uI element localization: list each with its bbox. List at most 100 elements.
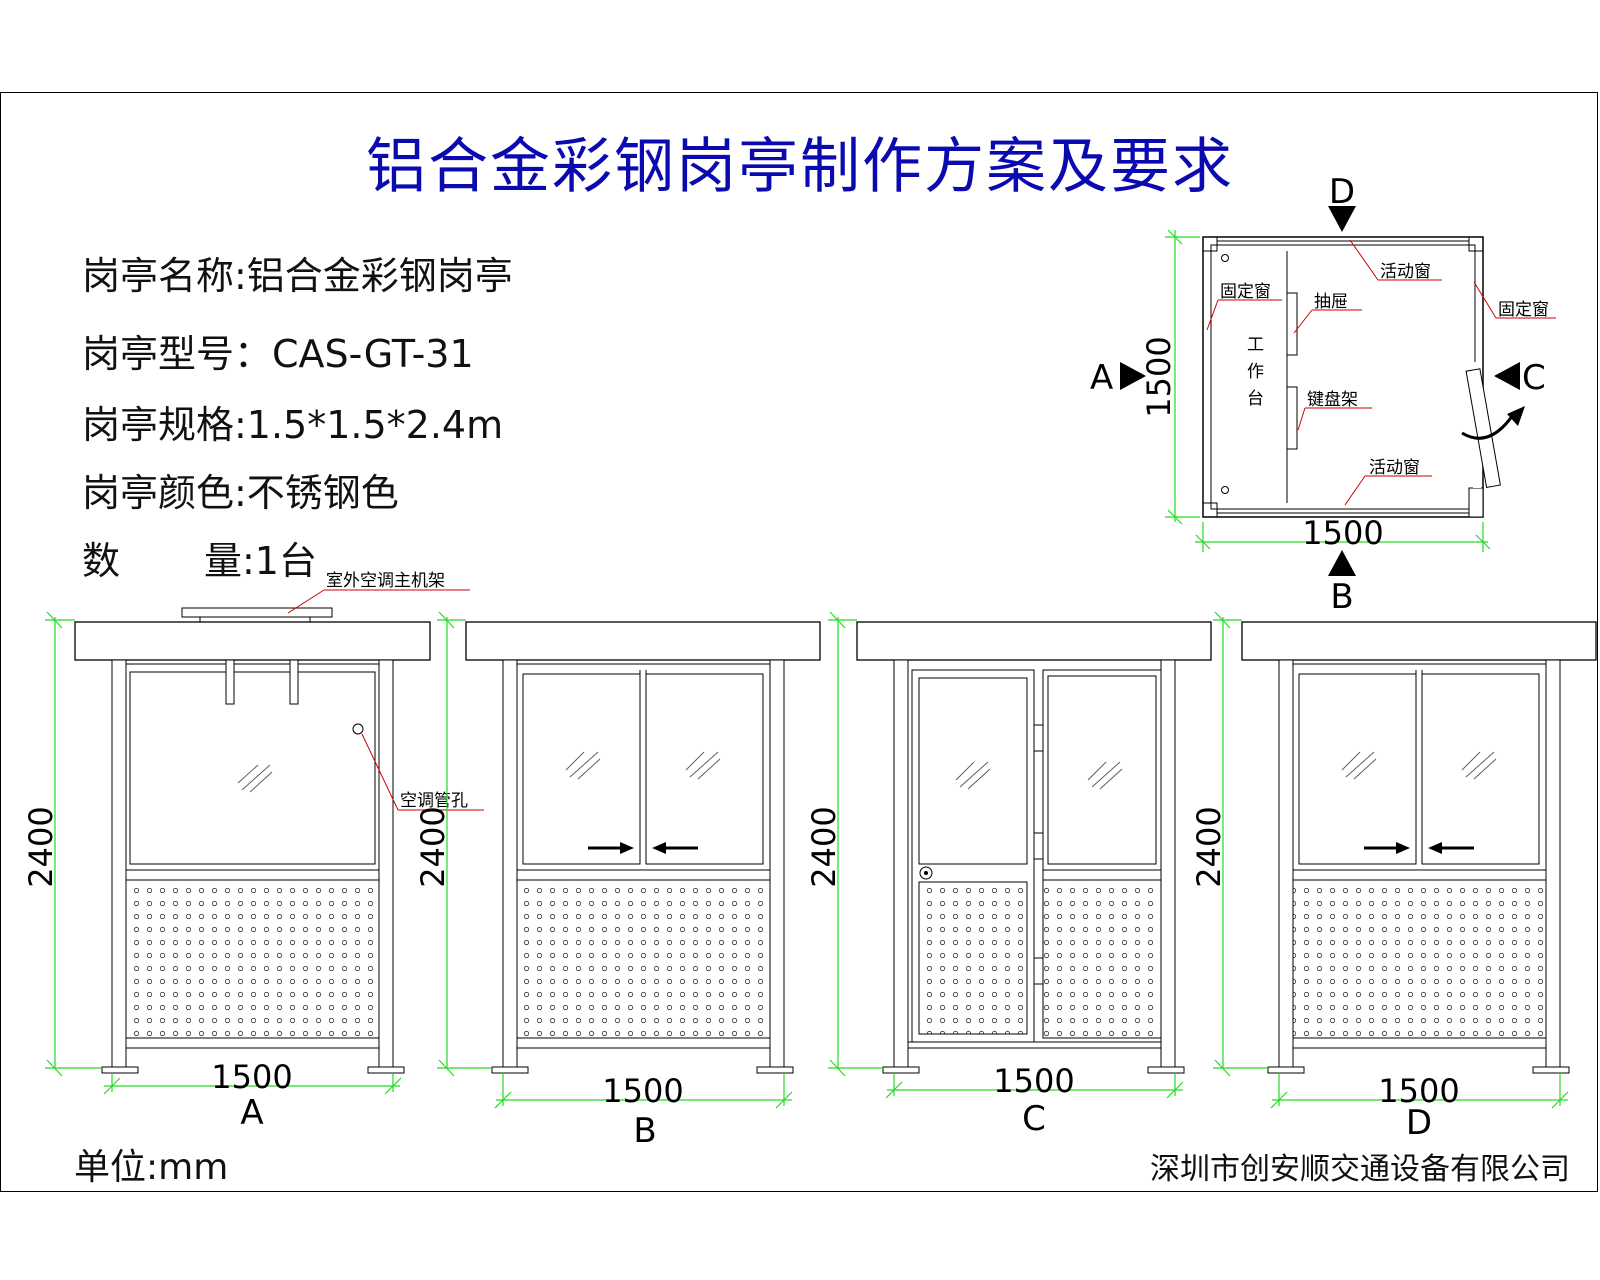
post	[1278, 659, 1294, 1074]
elevation-height: 2400	[1190, 806, 1228, 887]
foot	[367, 1066, 405, 1074]
leader-line	[1344, 475, 1366, 506]
view-b-label: B	[1330, 577, 1353, 617]
elevation-height: 2400	[22, 806, 60, 887]
drawer	[1286, 292, 1298, 356]
elevation-width: 1500	[1378, 1072, 1459, 1110]
fixed-glass	[1047, 675, 1157, 865]
spec-model: 岗亭型号：CAS-GT-31	[82, 332, 474, 376]
fixed-glass-frame	[125, 663, 380, 871]
label-movable-window-top: 活动窗	[1380, 262, 1431, 282]
dim-tick	[1166, 1081, 1184, 1099]
perforated-panel	[1292, 879, 1547, 1039]
label-fixed-window-right: 固定窗	[1498, 300, 1549, 320]
dim-tick	[1475, 534, 1491, 550]
post	[378, 659, 394, 1074]
dim-tick	[1214, 1059, 1231, 1077]
dim-tick	[384, 1077, 402, 1095]
door-lock-core	[924, 871, 928, 875]
elevation-width: 1500	[211, 1058, 292, 1096]
plan-circle	[1221, 486, 1229, 494]
door-arrow-icon	[1507, 406, 1525, 426]
dim-tick	[1195, 534, 1211, 550]
label-ac-hole: 空调管孔	[400, 791, 468, 811]
foot	[491, 1066, 529, 1074]
label-desk-char: 工	[1247, 335, 1264, 355]
fixed-glass	[129, 671, 376, 865]
elevation-label: B	[633, 1111, 656, 1151]
slide-arrows-icon	[588, 842, 698, 854]
foot	[101, 1066, 139, 1074]
dim-tick	[494, 1091, 512, 1109]
dim-tick	[438, 611, 455, 629]
post	[111, 659, 127, 1074]
foot	[1532, 1066, 1570, 1074]
dim-tick	[829, 611, 846, 629]
hinge	[1033, 832, 1044, 860]
spec-name: 岗亭名称:铝合金彩钢岗亭	[82, 254, 513, 298]
post	[1160, 659, 1176, 1074]
sliding-window-frame	[1292, 663, 1547, 871]
view-d-arrow-icon	[1328, 206, 1356, 232]
post	[769, 659, 785, 1074]
ac-pipe-hole	[352, 723, 364, 735]
spec-color: 岗亭颜色:不锈钢色	[82, 471, 399, 515]
sliding-window-frame	[516, 663, 771, 871]
glass-reflection-icon	[1341, 751, 1497, 780]
hinge	[1033, 957, 1044, 985]
view-c-arrow-icon	[1494, 362, 1520, 390]
label-movable-window-bottom: 活动窗	[1369, 458, 1420, 478]
dim-tick	[775, 1091, 793, 1109]
elevation-c: 2400 1500 C	[805, 611, 1212, 1139]
fixed-window	[1042, 669, 1162, 871]
door-panel	[918, 881, 1028, 1035]
post	[893, 659, 909, 1074]
dim-tick	[46, 611, 63, 629]
door-leaf	[1465, 368, 1501, 489]
glass-reflection-icon	[565, 751, 721, 780]
label-desk-char: 作	[1247, 362, 1264, 382]
mid-rail	[125, 869, 380, 881]
dim-tick	[1167, 509, 1183, 525]
leader-line	[1293, 309, 1313, 334]
glass-reflection-icon	[955, 761, 1123, 790]
dim-tick	[46, 1059, 63, 1077]
bottom-rail	[125, 1037, 380, 1049]
dim-tick	[1167, 229, 1183, 245]
foot	[1267, 1066, 1305, 1074]
elevation-height: 2400	[414, 806, 452, 887]
plan-circle	[1221, 254, 1229, 262]
plan-post	[1468, 236, 1484, 252]
dim-tick	[1551, 1091, 1569, 1109]
leader-line	[287, 589, 325, 614]
leader-line	[1473, 281, 1497, 319]
label-ac-bracket: 室外空调主机架	[326, 571, 445, 591]
leader-line	[1349, 239, 1379, 281]
bottom-rail	[1292, 1037, 1547, 1049]
company-name: 深圳市创安顺交通设备有限公司	[1150, 1152, 1570, 1187]
foot	[882, 1066, 920, 1074]
plan-dim-width: 1500	[1302, 514, 1383, 552]
view-a-arrow-icon	[1120, 362, 1146, 390]
unit-label: 单位:mm	[74, 1147, 229, 1188]
plan-post	[1202, 236, 1218, 252]
dim-tick	[885, 1081, 903, 1099]
plan-post	[1468, 487, 1484, 518]
view-a-label: A	[1090, 358, 1113, 398]
door-swing-icon	[1461, 411, 1517, 440]
floor-plan: 活动窗 固定窗 固定窗 抽屉 键盘架 活动窗 工 作 台 1500 1500	[1090, 172, 1556, 617]
mid-rail	[1292, 869, 1547, 881]
roof	[74, 621, 431, 661]
elevation-width: 1500	[993, 1062, 1074, 1100]
ac-bracket	[181, 607, 333, 618]
drawing-frame	[0, 92, 1598, 1192]
label-fixed-window-left: 固定窗	[1220, 282, 1271, 302]
mid-rail	[516, 869, 771, 881]
leader-line	[1206, 299, 1219, 331]
label-keyboard-tray: 键盘架	[1307, 390, 1358, 410]
dim-tick	[103, 1077, 121, 1095]
post	[502, 659, 518, 1074]
page-title: 铝合金彩钢岗亭制作方案及要求	[366, 132, 1234, 202]
dim-tick	[438, 1059, 455, 1077]
